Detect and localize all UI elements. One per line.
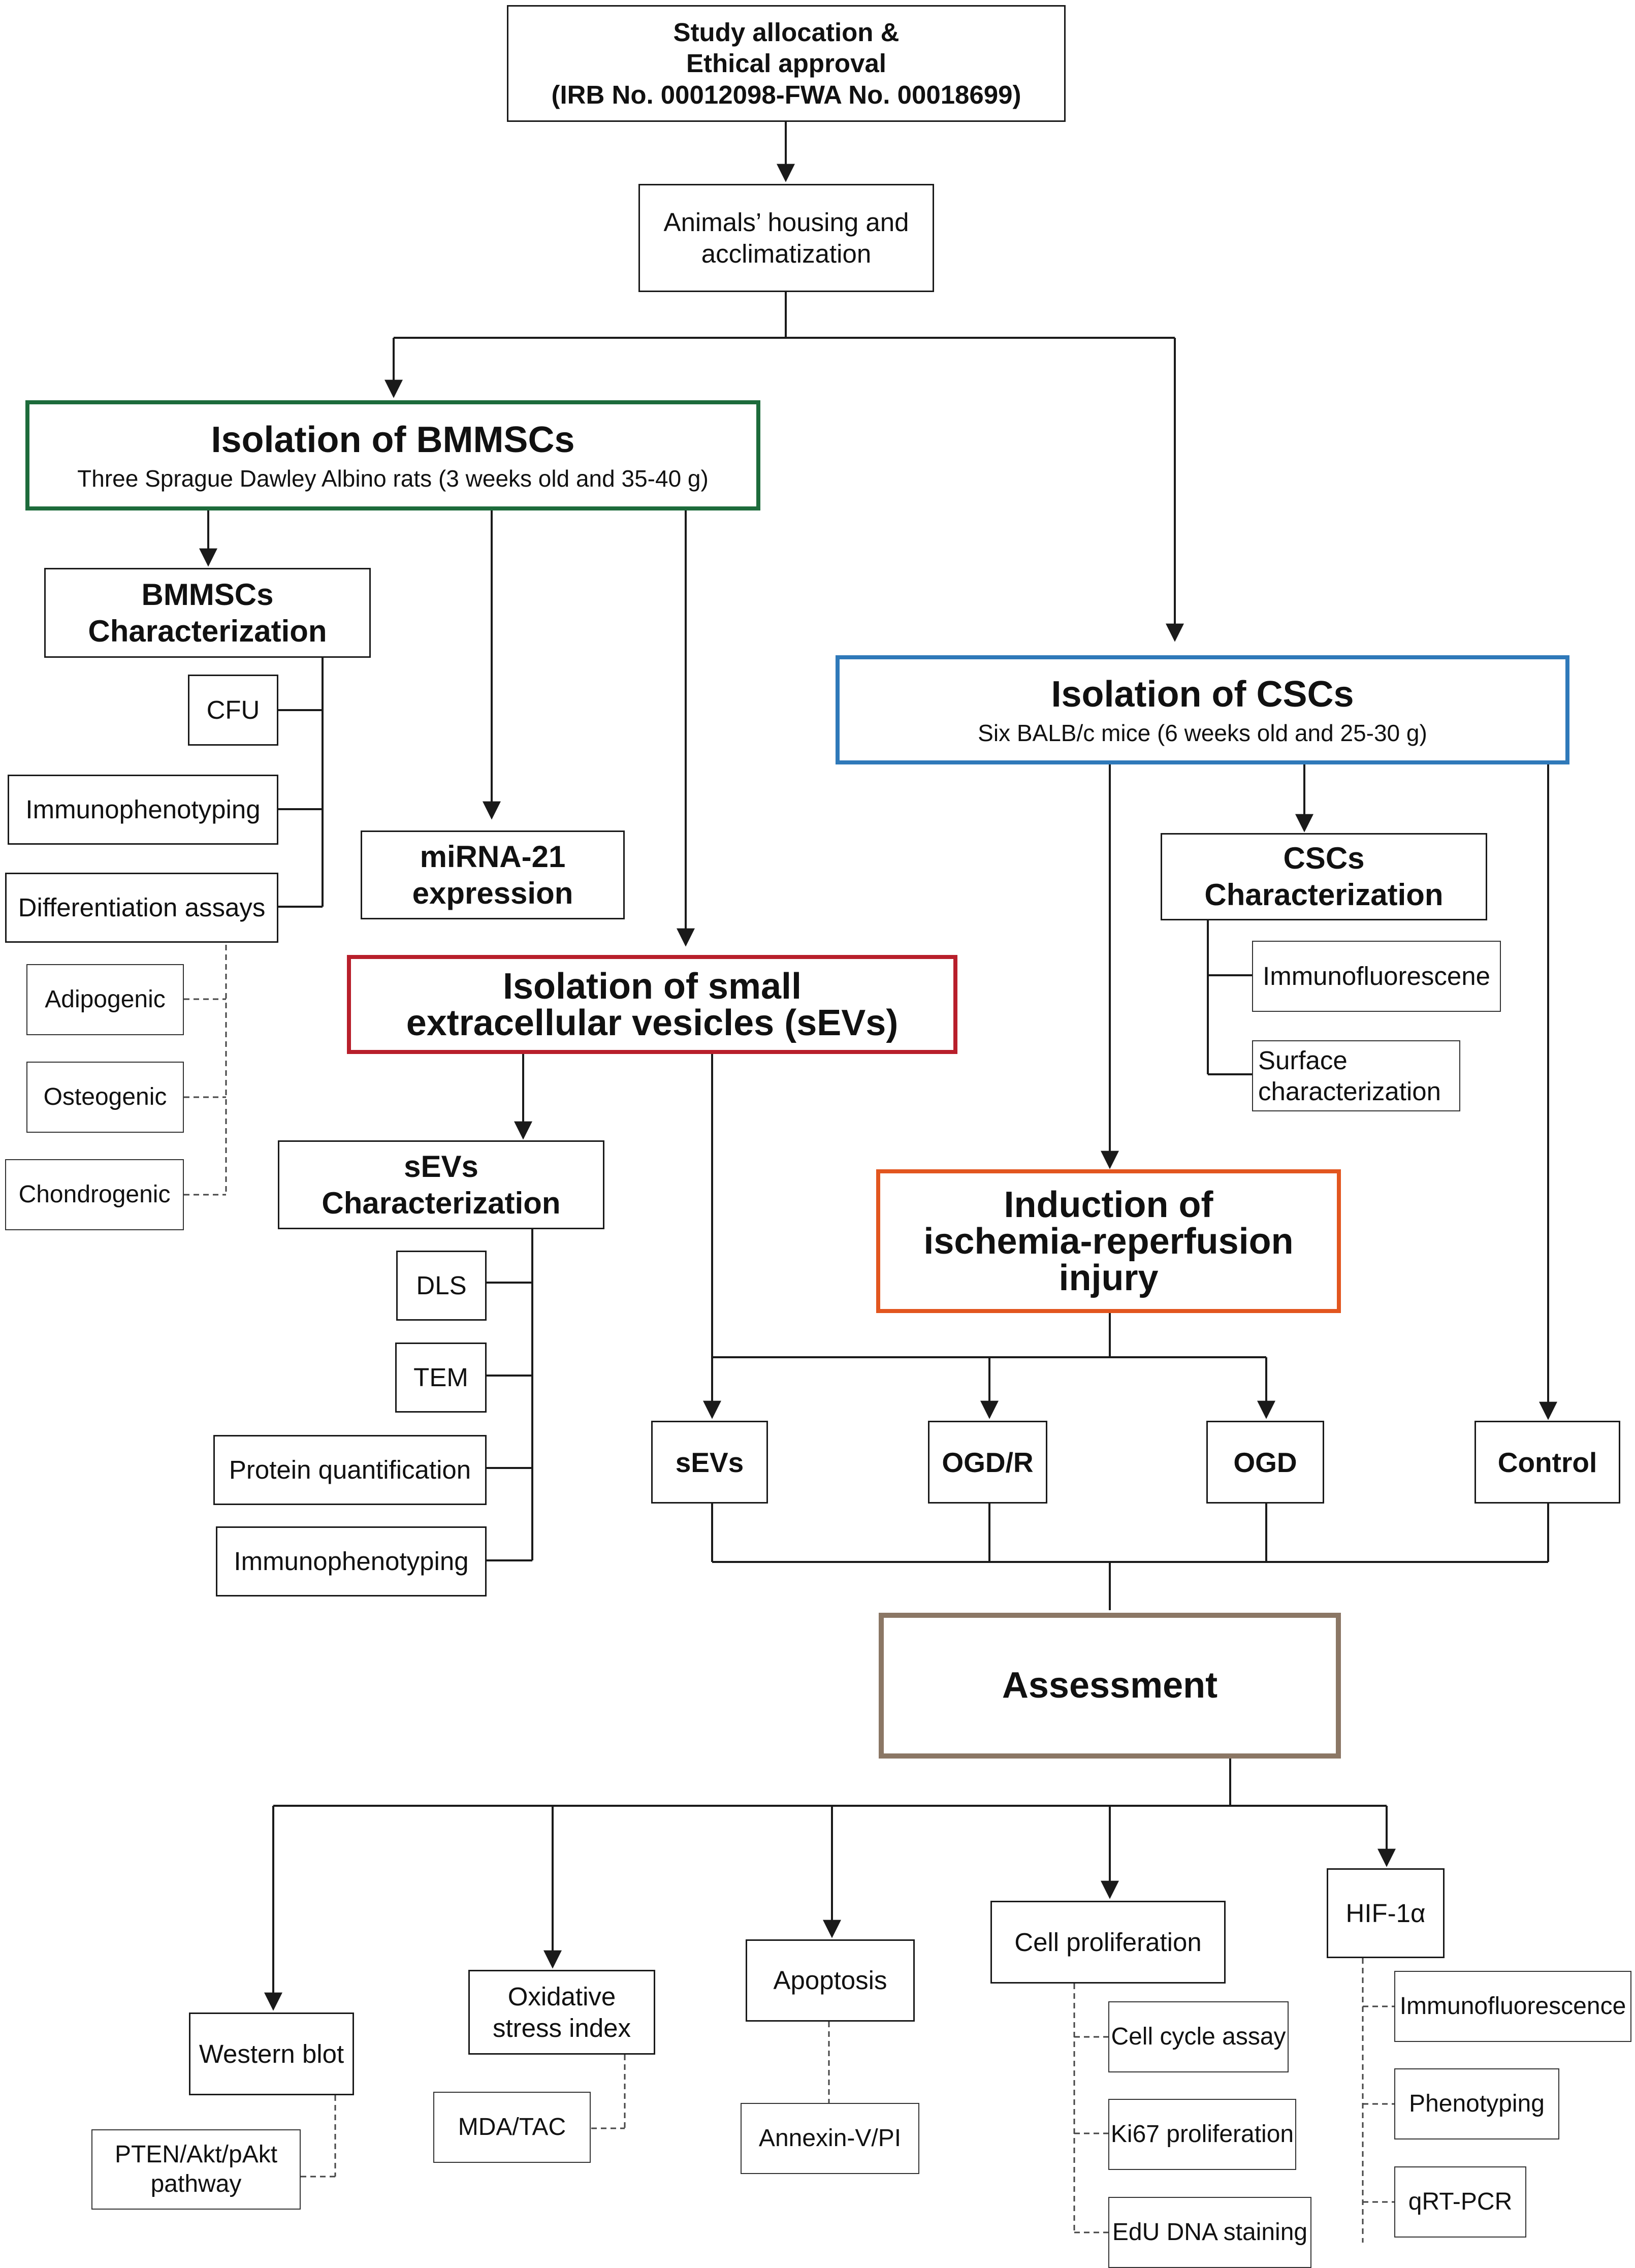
mirna-expression-box: miRNA-21 expression bbox=[361, 830, 625, 919]
csc-char-line-1: CSCs bbox=[1283, 841, 1365, 875]
tem-box: TEM bbox=[395, 1343, 487, 1413]
annexin-label: Annexin-V/PI bbox=[758, 2125, 902, 2152]
mirna-line-2: expression bbox=[412, 876, 573, 910]
hif-box: HIF-1α bbox=[1327, 1868, 1445, 1958]
protein-quantification-box: Protein quantification bbox=[213, 1435, 487, 1505]
adipogenic-box: Adipogenic bbox=[26, 964, 184, 1035]
immunofluorescene-box: Immunofluorescene bbox=[1252, 941, 1501, 1012]
sev-title-line-1: Isolation of small bbox=[502, 966, 802, 1007]
chondrogenic-box: Chondrogenic bbox=[5, 1159, 184, 1230]
oxidative-stress-box: Oxidative stress index bbox=[468, 1970, 655, 2055]
protein-quantification-label: Protein quantification bbox=[229, 1455, 471, 1485]
ischemia-line-1: Induction of bbox=[1004, 1184, 1213, 1225]
bmmsc-characterization-box: BMMSCs Characterization bbox=[44, 568, 371, 658]
bmmsc-immunophenotyping-label: Immunophenotyping bbox=[25, 795, 261, 824]
study-line-2: Ethical approval bbox=[686, 49, 886, 78]
hif-qrtpcr-box: qRT-PCR bbox=[1394, 2166, 1526, 2238]
sev-isolation-box: Isolation of small extracellular vesicle… bbox=[347, 955, 957, 1054]
sev-char-line-1: sEVs bbox=[404, 1149, 478, 1184]
sev-title-line-2: extracellular vesicles (sEVs) bbox=[406, 1002, 899, 1043]
sev-char-line-2: Characterization bbox=[322, 1186, 561, 1220]
mda-tac-label: MDA/TAC bbox=[458, 2114, 566, 2141]
edu-label: EdU DNA staining bbox=[1112, 2219, 1308, 2246]
group-control-label: Control bbox=[1497, 1446, 1597, 1478]
differentiation-assays-label: Differentiation assays bbox=[18, 893, 266, 922]
bmmsc-title: Isolation of BMMSCs bbox=[211, 419, 575, 460]
bmmsc-immunophenotyping-box: Immunophenotyping bbox=[8, 775, 278, 845]
osteogenic-label: Osteogenic bbox=[43, 1083, 167, 1111]
sev-immunophenotyping-box: Immunophenotyping bbox=[216, 1526, 487, 1596]
surface-characterization-box: Surface characterization bbox=[1252, 1040, 1460, 1111]
apoptosis-label: Apoptosis bbox=[773, 1966, 887, 1995]
group-ogd: OGD bbox=[1206, 1421, 1324, 1504]
surface-line-2: characterization bbox=[1258, 1077, 1441, 1106]
group-ogdr: OGD/R bbox=[928, 1421, 1047, 1504]
csc-characterization-box: CSCs Characterization bbox=[1161, 833, 1487, 920]
western-blot-label: Western blot bbox=[199, 2039, 344, 2068]
assessment-box: Assessment bbox=[879, 1613, 1341, 1759]
pten-pathway-box: PTEN/Akt/pAkt pathway bbox=[91, 2129, 301, 2210]
bmmsc-subtitle: Three Sprague Dawley Albino rats (3 week… bbox=[77, 465, 709, 492]
assessment-label: Assessment bbox=[1002, 1665, 1218, 1706]
ischemia-line-3: injury bbox=[1059, 1257, 1159, 1298]
mda-tac-box: MDA/TAC bbox=[433, 2092, 591, 2163]
hif-immunofluorescence-label: Immunofluorescence bbox=[1399, 1993, 1626, 2020]
cfu-box: CFU bbox=[188, 675, 278, 746]
western-blot-box: Western blot bbox=[189, 2013, 354, 2095]
tem-label: TEM bbox=[413, 1363, 468, 1392]
apoptosis-box: Apoptosis bbox=[746, 1939, 915, 2022]
ischemia-induction-box: Induction of ischemia-reperfusion injury bbox=[876, 1169, 1341, 1313]
ki67-box: Ki67 proliferation bbox=[1108, 2099, 1296, 2170]
csc-title: Isolation of CSCs bbox=[1051, 674, 1354, 715]
oxidative-line-1: Oxidative bbox=[507, 1982, 616, 2011]
pten-line-2: pathway bbox=[150, 2170, 242, 2197]
dls-box: DLS bbox=[396, 1251, 487, 1321]
sev-characterization-box: sEVs Characterization bbox=[278, 1140, 604, 1229]
dls-label: DLS bbox=[416, 1271, 467, 1300]
group-sevs: sEVs bbox=[651, 1421, 768, 1504]
mirna-line-1: miRNA-21 bbox=[420, 839, 566, 874]
group-control: Control bbox=[1474, 1421, 1620, 1504]
cfu-label: CFU bbox=[206, 695, 260, 725]
hif-immunofluorescence-box: Immunofluorescence bbox=[1394, 1971, 1631, 2042]
annexin-box: Annexin-V/PI bbox=[741, 2103, 919, 2174]
sev-immunophenotyping-label: Immunophenotyping bbox=[234, 1547, 469, 1576]
hif-label: HIF-1α bbox=[1345, 1898, 1426, 1928]
hif-qrtpcr-label: qRT-PCR bbox=[1408, 2188, 1513, 2216]
chondrogenic-label: Chondrogenic bbox=[18, 1181, 171, 1208]
housing-line-2: acclimatization bbox=[701, 239, 872, 268]
cell-cycle-box: Cell cycle assay bbox=[1108, 2001, 1289, 2072]
housing-line-1: Animals’ housing and bbox=[663, 208, 909, 237]
bmmsc-char-line-1: BMMSCs bbox=[141, 577, 274, 612]
adipogenic-label: Adipogenic bbox=[45, 986, 166, 1013]
immunofluorescene-label: Immunofluorescene bbox=[1263, 962, 1490, 991]
study-allocation-box: Study allocation & Ethical approval (IRB… bbox=[507, 5, 1066, 122]
differentiation-assays-box: Differentiation assays bbox=[5, 873, 278, 943]
study-line-1: Study allocation & bbox=[673, 18, 900, 47]
bmmsc-isolation-box: Isolation of BMMSCs Three Sprague Dawley… bbox=[25, 400, 760, 510]
group-sevs-label: sEVs bbox=[675, 1446, 744, 1478]
ki67-label: Ki67 proliferation bbox=[1110, 2121, 1294, 2148]
cell-cycle-label: Cell cycle assay bbox=[1111, 2023, 1286, 2051]
cell-proliferation-box: Cell proliferation bbox=[990, 1901, 1226, 1984]
group-ogdr-label: OGD/R bbox=[942, 1446, 1034, 1478]
edu-box: EdU DNA staining bbox=[1108, 2197, 1311, 2268]
study-line-3: (IRB No. 00012098-FWA No. 00018699) bbox=[551, 80, 1021, 109]
surface-line-1: Surface bbox=[1258, 1045, 1348, 1075]
csc-subtitle: Six BALB/c mice (6 weeks old and 25-30 g… bbox=[978, 720, 1427, 747]
ischemia-line-2: ischemia-reperfusion bbox=[923, 1221, 1294, 1262]
hif-phenotyping-box: Phenotyping bbox=[1394, 2068, 1559, 2139]
bmmsc-char-line-2: Characterization bbox=[88, 614, 327, 648]
hif-phenotyping-label: Phenotyping bbox=[1409, 2090, 1545, 2118]
pten-line-1: PTEN/Akt/pAkt bbox=[114, 2141, 278, 2168]
housing-box: Animals’ housing and acclimatization bbox=[638, 184, 934, 292]
osteogenic-box: Osteogenic bbox=[26, 1062, 184, 1133]
cell-proliferation-label: Cell proliferation bbox=[1014, 1927, 1202, 1957]
csc-char-line-2: Characterization bbox=[1204, 878, 1444, 912]
csc-isolation-box: Isolation of CSCs Six BALB/c mice (6 wee… bbox=[836, 655, 1569, 764]
group-ogd-label: OGD bbox=[1233, 1446, 1297, 1478]
oxidative-line-2: stress index bbox=[492, 2013, 631, 2042]
